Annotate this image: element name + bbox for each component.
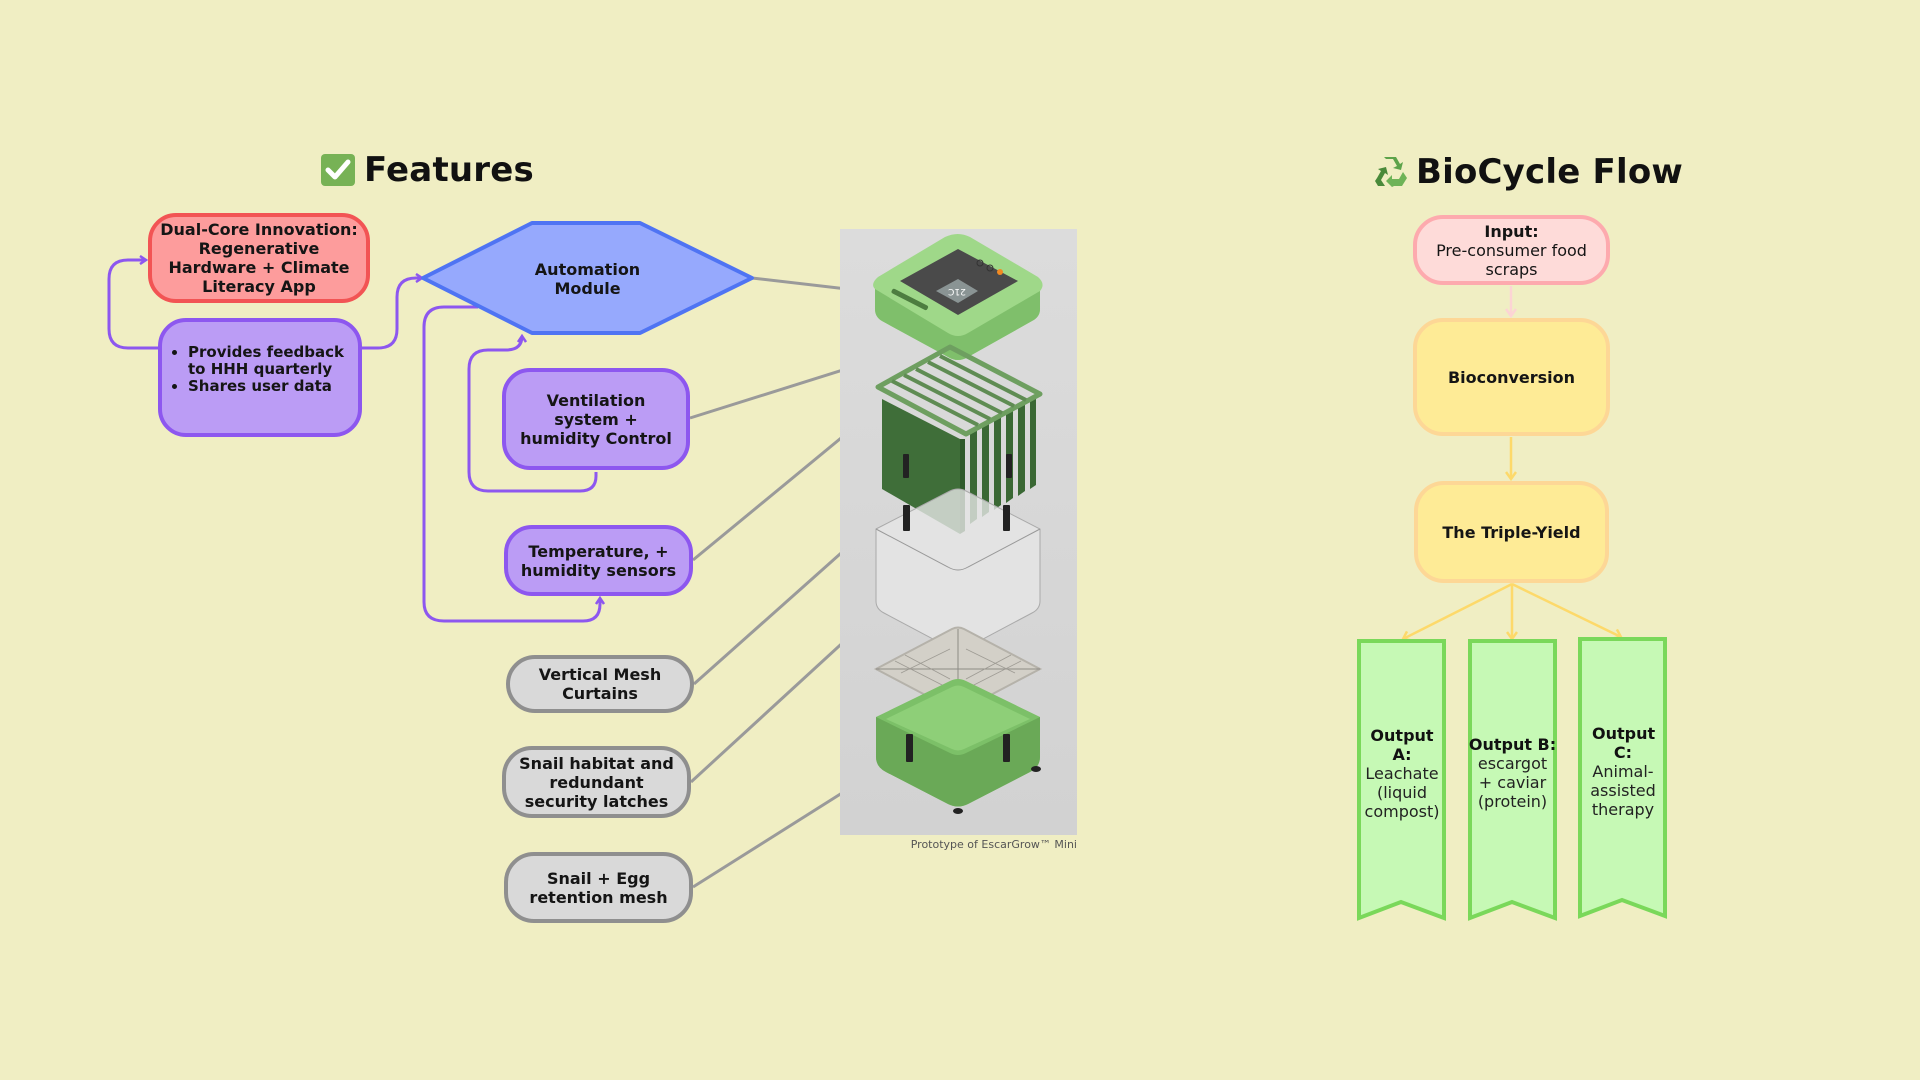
prototype-illustration: 21C — [873, 234, 1043, 814]
output-a-label: Output A: — [1370, 726, 1434, 764]
temperature-sensors-node[interactable]: Temperature, + humidity sensors — [504, 525, 693, 596]
connector-feedback-to-dualcore — [107, 260, 158, 350]
triple-yield-node[interactable]: The Triple-Yield — [1414, 481, 1609, 583]
ventilation-text: Ventilation system + humidity Control — [520, 390, 672, 448]
feedback-item: Provides feedback to HHH quarterly — [188, 344, 350, 378]
connector-feedback-to-automation — [362, 278, 422, 350]
output-c-description: Animal-assisted therapy — [1590, 762, 1656, 819]
features-title: Features — [320, 150, 534, 190]
automation-lid: 21C — [873, 234, 1043, 360]
temperature-text: Temperature, + humidity sensors — [520, 541, 677, 580]
output-c-label: Output C: — [1592, 724, 1656, 762]
bioconversion-node[interactable]: Bioconversion — [1413, 318, 1610, 436]
snail-egg-text: Snail + Egg retention mesh — [529, 868, 668, 907]
triple-yield-text: The Triple-Yield — [1442, 522, 1581, 542]
prototype-caption: Prototype of EscarGrow™ Mini — [910, 838, 1077, 851]
snail-habitat-text: Snail habitat and redundant security lat… — [519, 753, 674, 811]
output-b-label: Output B: — [1468, 735, 1557, 754]
prototype-image: 21C — [840, 229, 1077, 835]
connector-ventilation-to-automation — [467, 336, 598, 493]
connector-triple-to-output-c — [1511, 582, 1621, 637]
automation-module-hexagon[interactable] — [421, 221, 754, 335]
snail-egg-mesh-node[interactable]: Snail + Egg retention mesh — [504, 852, 693, 923]
output-a-description: Leachate (liquid compost) — [1364, 764, 1440, 821]
input-label: Input: — [1484, 221, 1539, 241]
clear-enclosure — [875, 454, 1041, 651]
output-c-text: Output C: Animal-assisted therapy — [1586, 724, 1660, 819]
feedback-item: Shares user data — [188, 378, 350, 395]
bioconversion-text: Bioconversion — [1447, 367, 1576, 387]
vertical-mesh-node[interactable]: Vertical Mesh Curtains — [506, 655, 694, 713]
feedback-list: Provides feedback to HHH quarterly Share… — [170, 344, 350, 395]
dual-core-text: Dual-Core Innovation: Regenerative Hardw… — [160, 220, 358, 296]
lid-screen-readout: 21C — [948, 286, 966, 296]
input-node[interactable]: Input: Pre-consumer food scraps — [1413, 215, 1610, 285]
output-a-text: Output A: Leachate (liquid compost) — [1359, 726, 1445, 821]
biocycle-title: BioCycle Flow — [1374, 152, 1683, 192]
base-tray — [876, 679, 1041, 814]
input-text: Pre-consumer food scraps — [1436, 240, 1587, 279]
output-b-description: escargot + caviar (protein) — [1477, 754, 1548, 811]
feedback-node[interactable]: Provides feedback to HHH quarterly Share… — [158, 318, 362, 437]
output-a-ribbon[interactable] — [1357, 639, 1446, 921]
output-b-ribbon[interactable] — [1468, 639, 1557, 921]
output-c-ribbon[interactable] — [1578, 637, 1667, 919]
dual-core-innovation-node[interactable]: Dual-Core Innovation: Regenerative Hardw… — [148, 213, 370, 303]
check-mark-button-icon — [320, 153, 356, 187]
biocycle-title-text: BioCycle Flow — [1416, 152, 1683, 192]
connector-triple-to-output-a — [1403, 582, 1513, 639]
recycle-icon — [1374, 156, 1408, 188]
ventilation-node[interactable]: Ventilation system + humidity Control — [502, 368, 690, 470]
snail-habitat-node[interactable]: Snail habitat and redundant security lat… — [502, 746, 691, 818]
output-b-text: Output B: escargot + caviar (protein) — [1468, 735, 1557, 811]
vertical-mesh-text: Vertical Mesh Curtains — [538, 665, 662, 703]
connector-automation-to-temperature — [422, 305, 600, 623]
features-title-text: Features — [364, 150, 534, 190]
automation-module-label: Automation Module — [534, 260, 641, 298]
